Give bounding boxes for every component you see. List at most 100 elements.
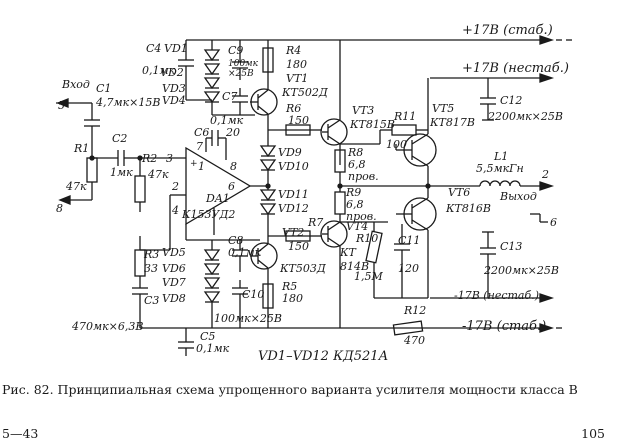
label-r3-val: 33 [144,262,158,275]
label-vt3: VT3 [352,104,374,117]
label-r12-val: 470 [403,334,425,347]
label-vd2: VD2 [160,66,184,79]
label-r10-val: 1,5М [354,270,383,283]
label-pin6: 6 [228,180,235,193]
label-c12-rating: 2200мк×25В [487,110,563,123]
label-c5: C5 [200,330,215,343]
middle-diode-string [259,138,277,236]
label-r11: R11 [393,110,416,123]
label-r2: R2 [141,152,157,165]
label-pin1: 1 [198,160,205,173]
label-output-pin2: 6 [550,216,557,229]
r12-resistor [392,320,424,336]
label-c6: C6 [194,126,209,139]
label-input-pin: 5 [58,99,65,112]
label-c1: C1 [96,82,111,95]
schematic-labels: +17В (стаб.) +17В (нестаб.) -17В (нестаб… [56,23,569,364]
label-rail-bot-nestab: -17В (нестаб.) [454,289,539,302]
label-vd10: VD10 [278,160,309,173]
label-c2: C2 [112,132,127,145]
label-rail-bot-stab: -17В (стаб.) [462,319,546,334]
label-r7-val: 150 [288,240,309,253]
label-pin8: 8 [230,160,237,173]
label-vd8: VD8 [162,292,186,305]
amplifier-schematic: + [56,23,572,364]
vt3-transistor [320,40,380,186]
label-c3-val: 470мк×6,3В [71,320,143,333]
label-r11-val: 100 [386,138,407,151]
label-vt4: VT4 [346,220,368,233]
label-vd3: VD3 [162,82,186,95]
r3-c3-branch [132,236,186,329]
label-vd6: VD6 [162,262,186,275]
label-c13: C13 [500,240,522,253]
vt2-driver [232,235,310,328]
label-vt6: VT6 [448,186,470,199]
label-c9-val2: ×25В [228,69,254,79]
label-r12: R12 [403,304,426,317]
label-input-pin2: 8 [56,202,63,215]
label-c7-val: 0,1мк [210,114,244,127]
op-amp-da1: + [169,130,270,250]
label-pin2: 2 [171,180,179,193]
label-c4-val: 0,1мк [142,64,176,77]
label-c5-val: 0,1мк [196,342,230,355]
label-vt5: VT5 [432,102,454,115]
label-da1-type: К153УД2 [181,208,235,221]
label-r8-note: пров. [348,170,379,183]
label-input-title: Вход [61,78,90,91]
label-diodes-note: VD1–VD12 КД521А [258,349,388,364]
svg-text:+: + [190,159,198,169]
label-c13-rating: 2200мк×25В [483,264,559,277]
label-r7: R7 [307,216,323,229]
label-pin7: 7 [196,140,203,153]
label-r4: R4 [285,44,301,57]
label-r1-val: 47к [65,180,87,193]
label-c7: C7 [222,90,237,103]
label-vd5: VD5 [162,246,186,259]
label-c2-val: 1мк [110,166,133,179]
label-c10: C10 [242,288,264,301]
label-c9-val1: 100мк [228,59,259,69]
label-r3: R3 [143,248,159,261]
label-r9-note: пров. [346,210,377,223]
label-vt2-type: КТ503Д [279,262,327,275]
label-r9: R9 [345,186,361,199]
label-vt4-type1: КТ [339,246,358,259]
label-c11-val: 120 [398,262,419,275]
lower-diode-string [178,224,260,356]
label-vt1-type: КТ502Д [281,86,329,99]
label-vt4-type2: 814В [340,260,369,273]
label-r2-val: 47к [147,168,169,181]
label-r5: R5 [281,280,297,293]
label-r6: R6 [285,102,301,115]
label-da1: DA1 [205,192,230,205]
label-vd12: VD12 [278,202,309,215]
label-vt5-type: КТ817В [429,116,475,129]
label-vd1: VD1 [164,42,188,55]
label-output-pin: 2 [541,168,549,181]
label-c10-rating: 100мк×25В [214,312,282,325]
label-c8: C8 [228,234,243,247]
label-rail-top-nestab: +17В (нестаб.) [462,61,569,76]
label-vd4: VD4 [162,94,186,107]
vt6-output-transistor [396,183,437,298]
vt4-transistor [320,183,428,328]
label-r10: R10 [355,232,378,245]
figure-caption: Рис. 82. Принципиальная схема упрощенног… [2,382,578,397]
label-output-title: Выход [499,190,537,203]
label-vd7: VD7 [162,276,186,289]
upper-diode-string [178,40,255,116]
label-c8-val: 0,1мк [228,246,262,259]
output-decoupling [480,78,496,298]
label-r9-val: 6,8 [346,198,364,211]
label-r5-val: 180 [282,292,303,305]
label-c11: C11 [398,234,420,247]
base-resistors [285,124,322,242]
label-l1-val: 5,5мкГн [476,162,524,175]
label-r1: R1 [73,142,89,155]
label-l1: L1 [493,150,508,163]
label-vt1: VT1 [286,72,308,85]
label-r8: R8 [347,146,363,159]
